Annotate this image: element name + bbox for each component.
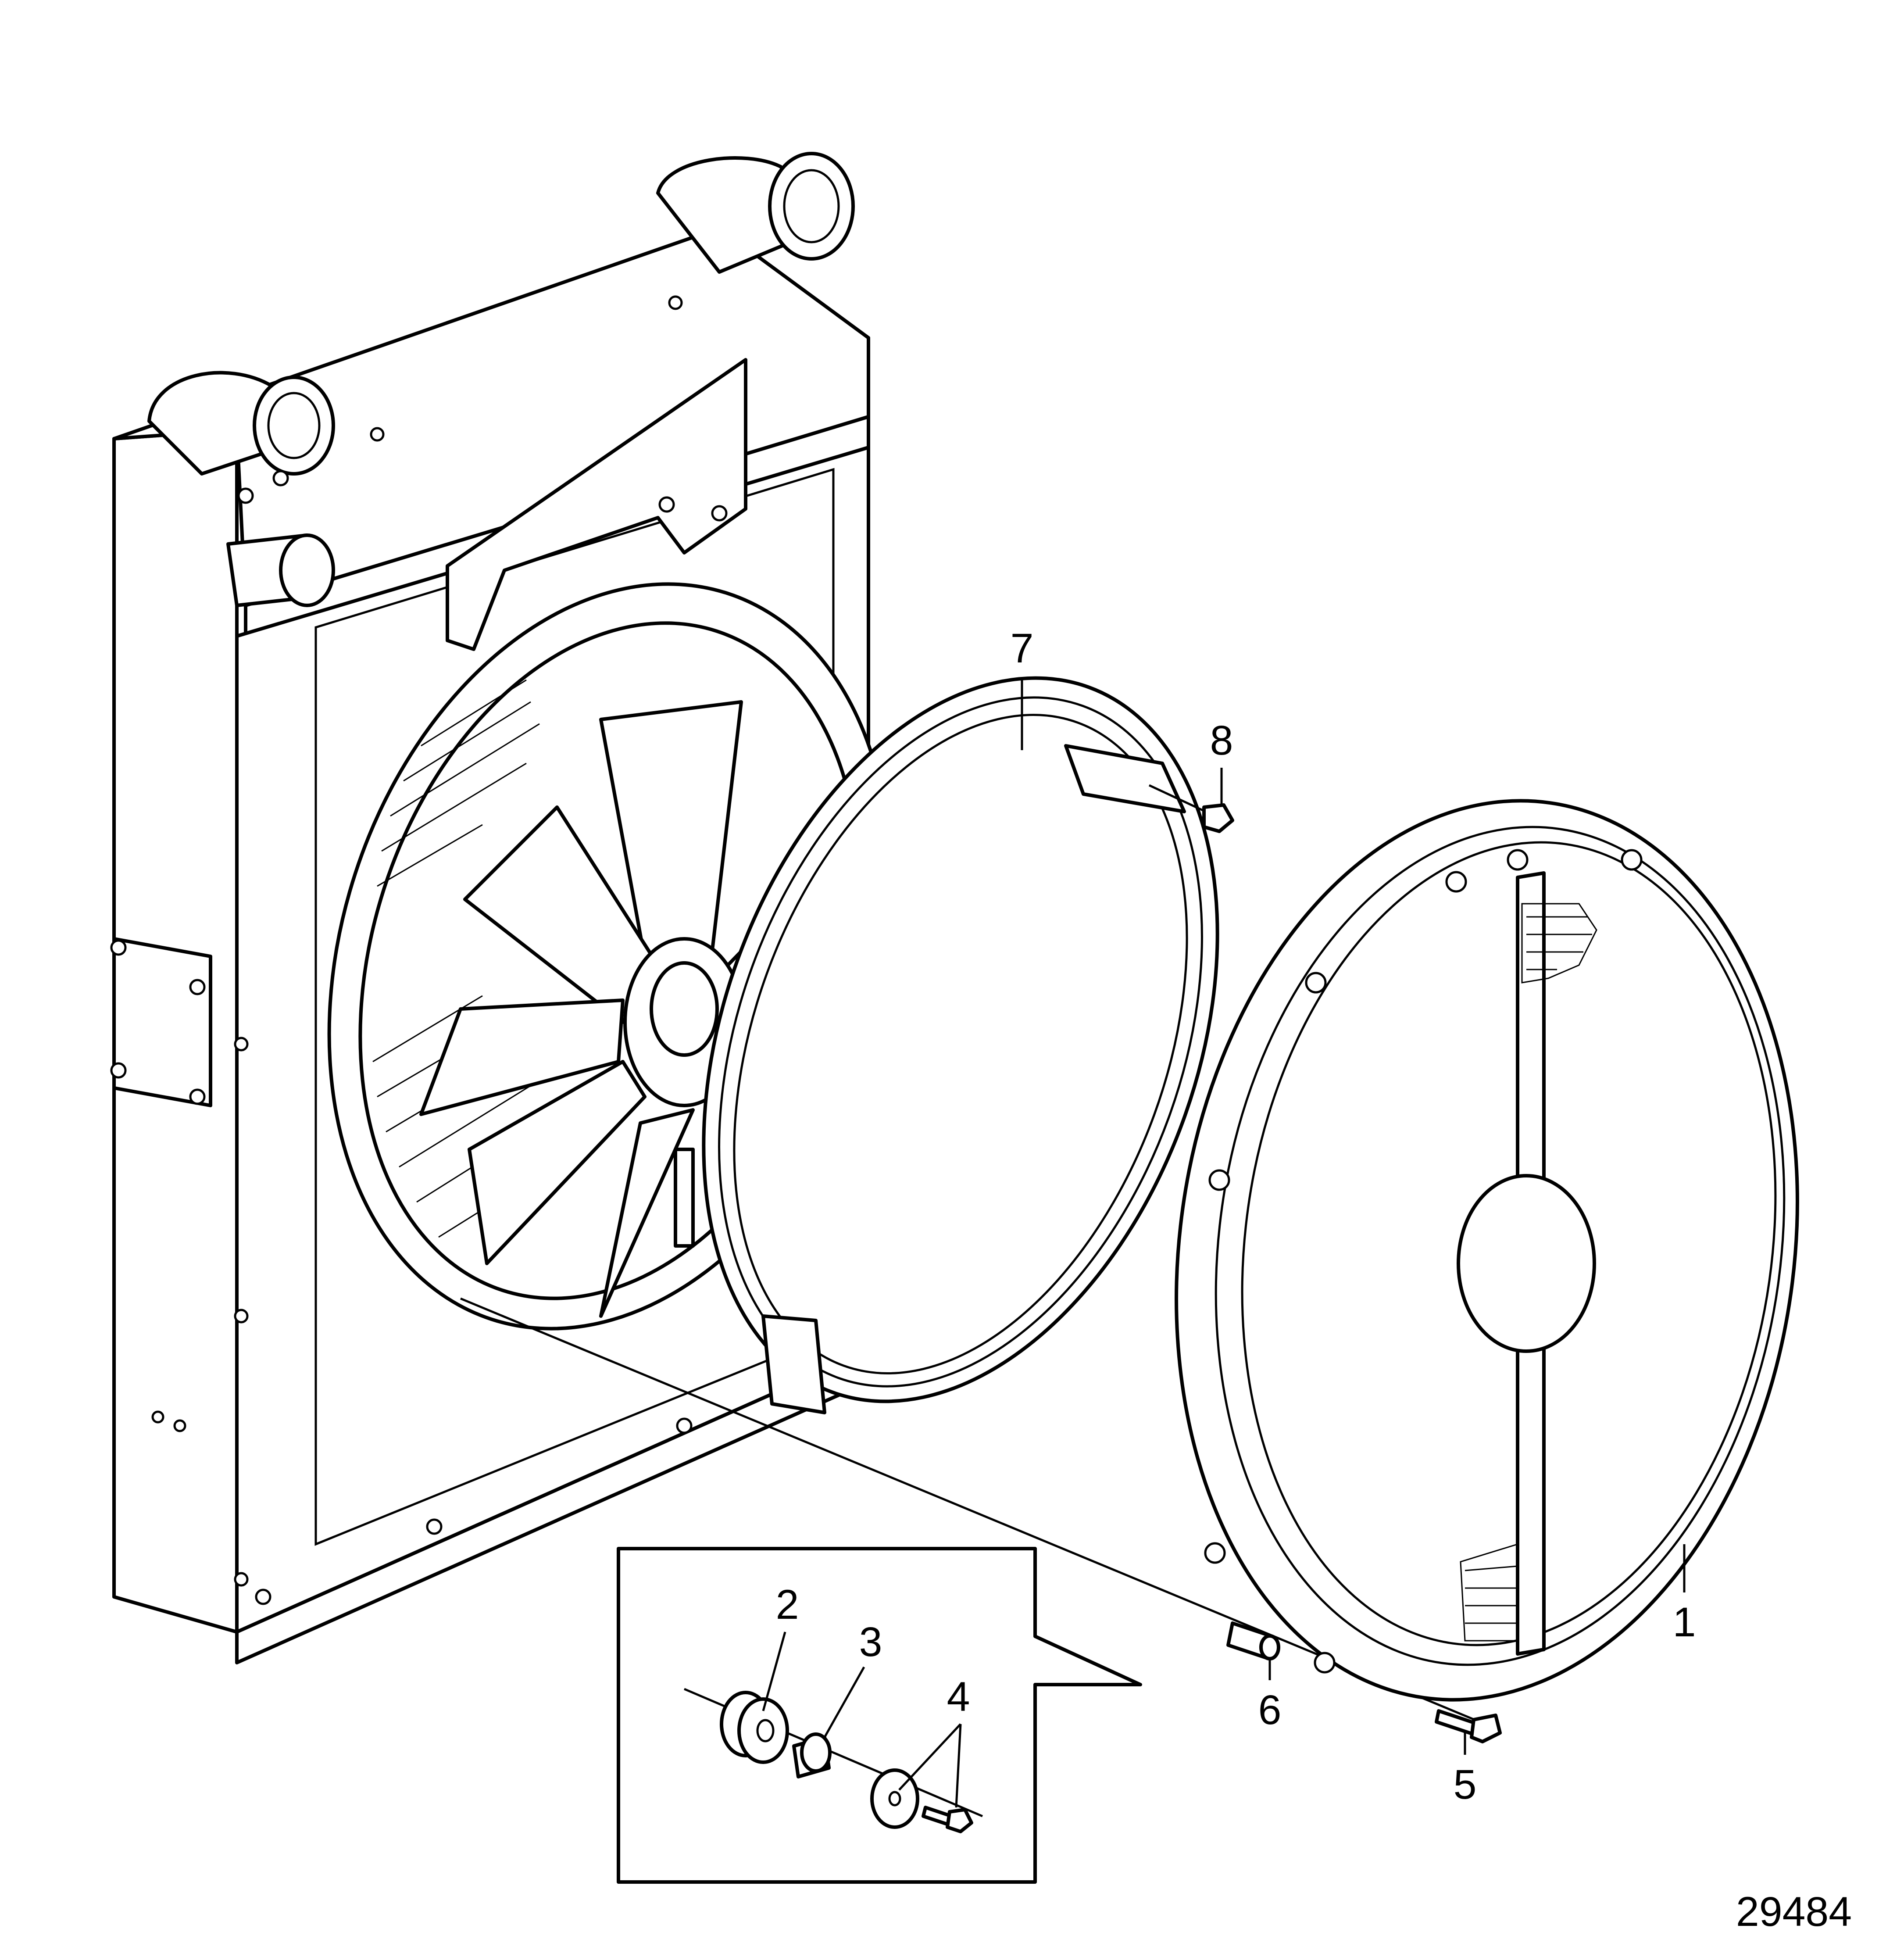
sleeve-part-3 — [792, 1732, 832, 1778]
fan-blade-4 — [468, 1060, 647, 1265]
spacer-part-6 — [1226, 1621, 1280, 1660]
figure-id: 29484 — [1736, 1889, 1852, 1935]
shroud-mount-bracket — [446, 358, 747, 651]
detail-inset-frame — [617, 1547, 1142, 1884]
callout-6: 6 — [1258, 1687, 1282, 1733]
washer-part-4 — [870, 1768, 919, 1829]
fan-guard-part-1 — [1175, 799, 1799, 1702]
guard-mounting-lugs — [1204, 849, 1643, 1674]
callout-7: 7 — [1011, 625, 1034, 672]
callout-8: 8 — [1210, 717, 1233, 764]
bushing-part-2 — [720, 1691, 789, 1764]
fan-blade-5 — [599, 1108, 695, 1318]
fan-hub-center — [650, 961, 719, 1057]
screw-part-4 — [922, 1806, 973, 1833]
guard-mesh-upper — [1521, 903, 1597, 984]
fan-ring-part-7 — [674, 676, 1219, 1414]
side-cover-plate — [112, 937, 212, 1107]
radiator-bolts — [110, 295, 728, 1605]
fan-blade-3 — [419, 998, 625, 1116]
leader-lines — [762, 680, 1686, 1808]
side-outlet-pipe — [226, 533, 335, 607]
guard-center-disc — [1457, 1174, 1596, 1353]
callout-2: 2 — [776, 1581, 799, 1628]
flange-screw-part-5 — [1435, 1709, 1502, 1743]
callout-3: 3 — [859, 1619, 882, 1665]
left-inlet-pipe — [147, 371, 335, 476]
callout-1: 1 — [1673, 1599, 1696, 1646]
upper-inlet-pipe — [656, 152, 855, 274]
guard-mesh-lower — [1460, 1543, 1518, 1642]
detail-inset — [617, 1547, 1142, 1884]
callout-5: 5 — [1454, 1761, 1477, 1808]
flange-nut-part-8 — [1148, 784, 1234, 833]
callout-labels: 1 2 3 4 5 6 7 8 29484 — [776, 625, 1852, 1935]
callout-4: 4 — [947, 1674, 970, 1720]
